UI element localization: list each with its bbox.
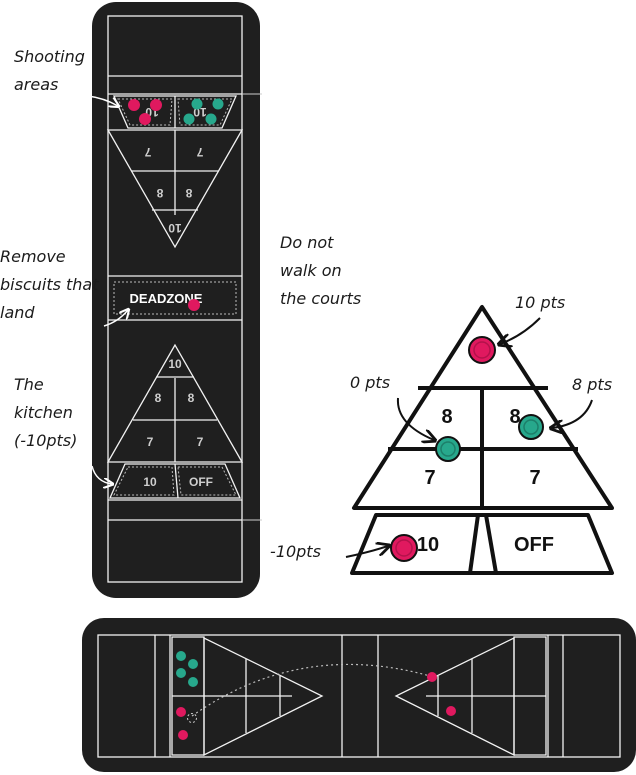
pink-biscuit <box>150 99 162 111</box>
pink-biscuit <box>139 113 151 125</box>
label-remove-biscuits: Remove biscuits that land <box>0 247 104 322</box>
detail-eight-left: 8 <box>441 406 452 428</box>
teal-biscuit <box>176 668 186 678</box>
teal-biscuit <box>176 651 186 661</box>
detail-seven-right: 7 <box>529 467 540 489</box>
label-shooting-areas: Shooting areas <box>14 47 90 94</box>
deadzone-label: DEADZONE <box>130 291 203 306</box>
teal-biscuit <box>188 677 198 687</box>
vertical-court: 10 10 7 7 8 8 10 DEADZONE 10 8 8 <box>87 2 262 598</box>
bottom-eight-right: 8 <box>188 391 195 405</box>
deadzone-box <box>113 281 237 315</box>
teal-biscuit <box>205 113 217 125</box>
detail-seven-left: 7 <box>424 467 435 489</box>
pink-biscuit <box>188 299 200 311</box>
pink-biscuit <box>390 534 418 562</box>
top-eight-right: 8 <box>185 186 192 200</box>
court-border <box>97 634 621 758</box>
label-do-not-walk: Do not walk on the courts <box>280 233 361 308</box>
court-body <box>92 2 260 598</box>
teal-biscuit <box>212 98 224 110</box>
top-seven-right: 7 <box>196 145 203 159</box>
pink-biscuit <box>446 706 456 716</box>
label-kitchen: The kitchen (-10pts) <box>14 375 78 450</box>
label-0-pts: 0 pts <box>350 373 390 392</box>
detail-off: OFF <box>514 534 554 556</box>
pink-biscuit <box>427 672 437 682</box>
kitchen-off: OFF <box>189 475 213 489</box>
teal-biscuit <box>183 113 195 125</box>
kitchen-bottom: 10 OFF <box>109 463 241 499</box>
teal-biscuit <box>435 436 461 462</box>
horizontal-court <box>82 618 636 772</box>
teal-biscuit <box>191 98 203 110</box>
pink-biscuit <box>128 99 140 111</box>
top-eight-left: 8 <box>156 186 163 200</box>
shot-trajectory <box>191 663 431 717</box>
court-border <box>107 15 243 583</box>
bottom-ten: 10 <box>168 357 182 371</box>
scoring-triangle-top: 7 7 8 8 10 <box>106 129 244 249</box>
pink-biscuit <box>468 336 496 364</box>
label-minus-10-pts: -10pts <box>270 542 321 561</box>
detail-eight-right: 8 <box>509 406 520 428</box>
kitchen-ten: 10 <box>143 475 157 489</box>
bottom-seven-right: 7 <box>197 435 204 449</box>
label-8-pts: 8 pts <box>572 375 612 394</box>
top-ten: 10 <box>168 221 182 235</box>
pink-biscuit <box>176 707 186 717</box>
scoring-triangle-bottom: 10 8 8 7 7 <box>106 343 244 463</box>
top-seven-left: 7 <box>144 145 151 159</box>
detail-kitchen-ten: 10 <box>417 534 439 556</box>
scoring-triangle-detail: 8 8 7 7 10 OFF <box>350 305 614 575</box>
pink-biscuit <box>178 730 188 740</box>
teal-biscuit <box>188 659 198 669</box>
court-body <box>82 618 636 772</box>
bottom-eight-left: 8 <box>155 391 162 405</box>
teal-biscuit <box>518 414 544 440</box>
label-10-pts: 10 pts <box>515 293 565 312</box>
bottom-seven-left: 7 <box>147 435 154 449</box>
